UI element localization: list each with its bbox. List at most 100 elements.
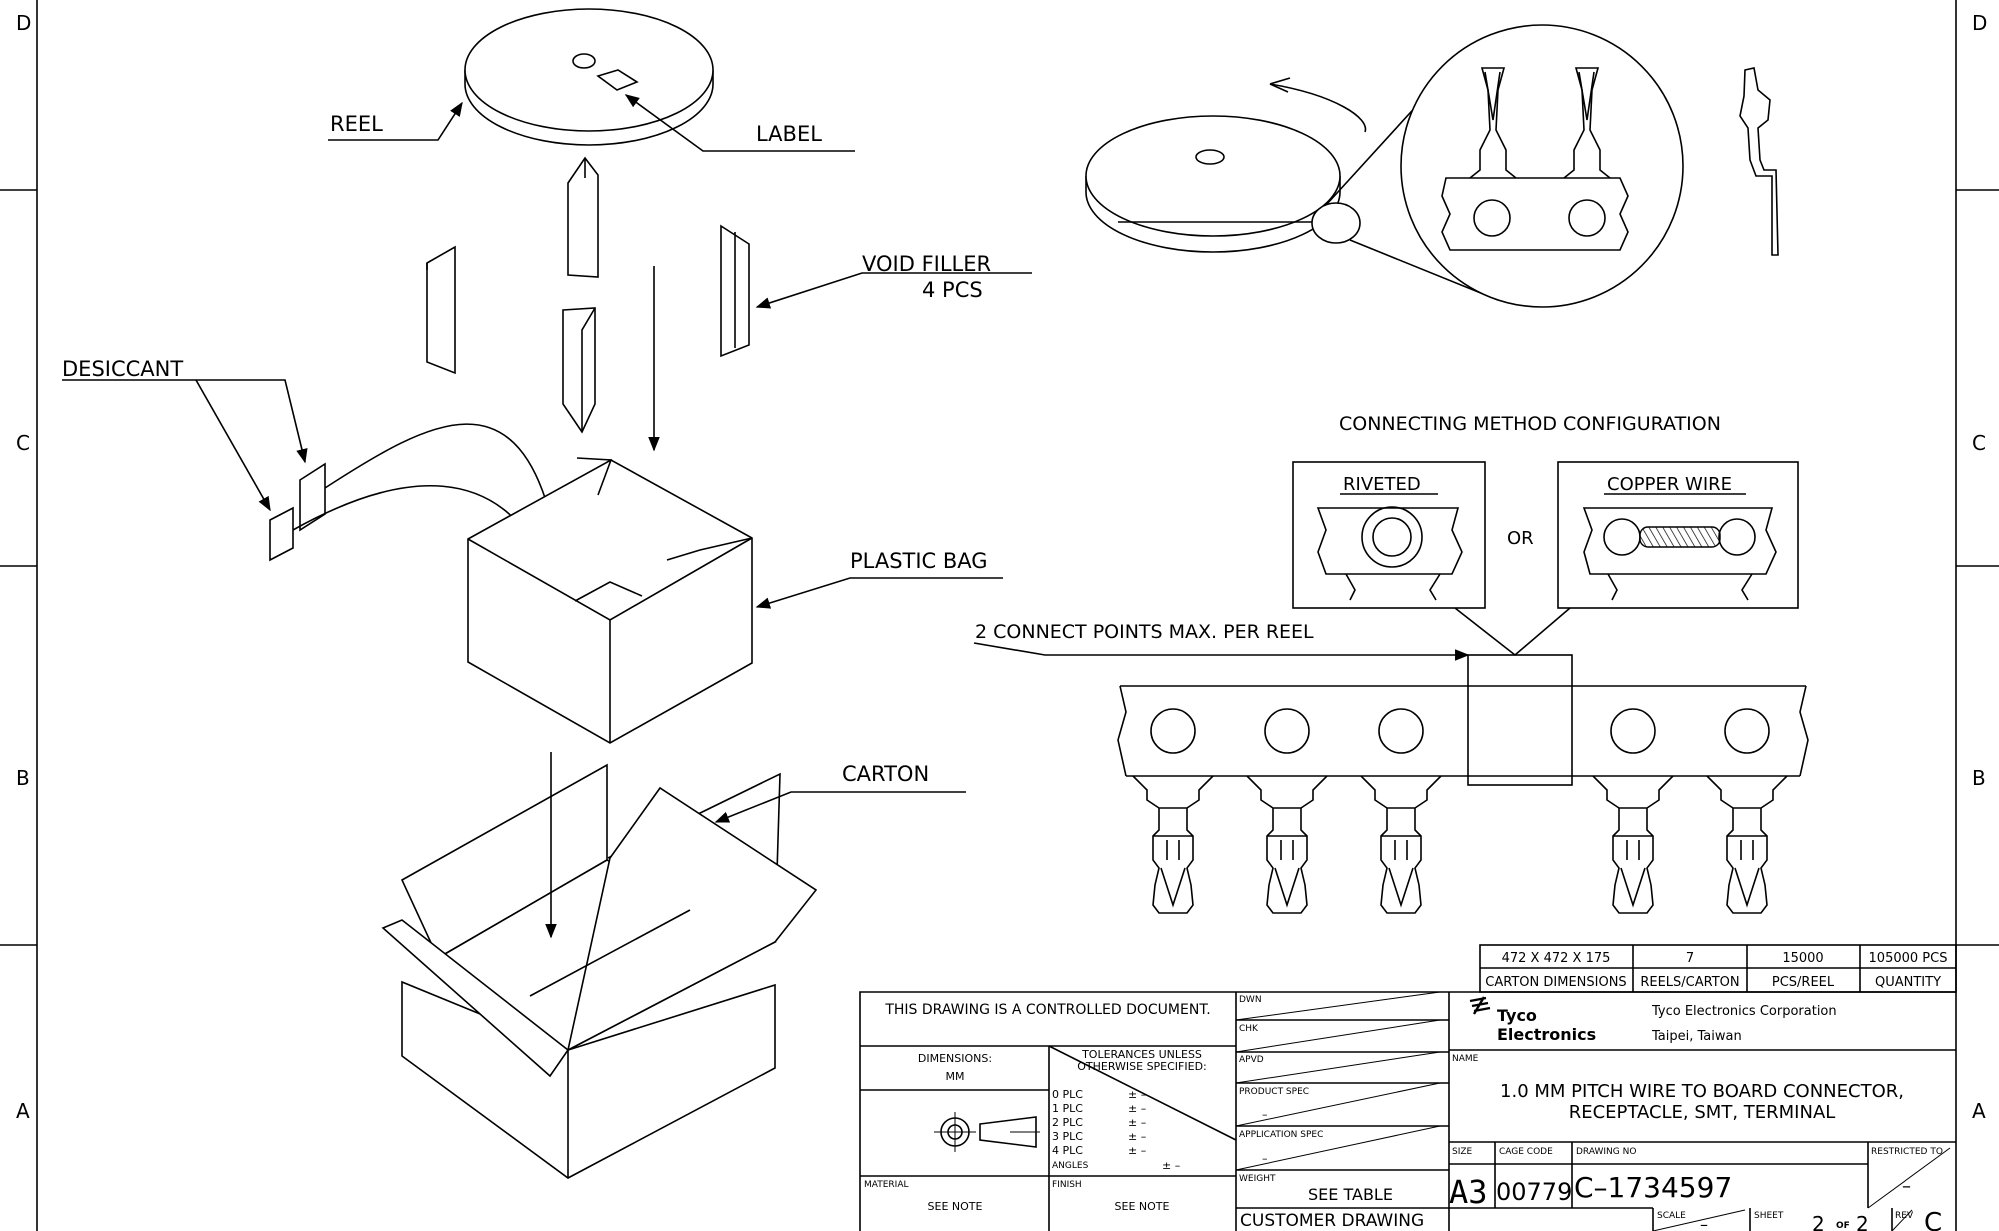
sheet-of-label: OF xyxy=(1836,1221,1850,1231)
zone-letter-c-right: C xyxy=(1972,431,1986,455)
part-name-line1: 1.0 MM PITCH WIRE TO BOARD CONNECTOR, xyxy=(1500,1081,1904,1102)
product-spec-label: PRODUCT SPEC xyxy=(1239,1087,1309,1097)
zone-letter-c-left: C xyxy=(16,431,30,455)
riveted-detail: RIVETED xyxy=(1292,461,1486,609)
tol-sign-4: ± – xyxy=(1128,1144,1146,1157)
application-spec-value: – xyxy=(1262,1152,1268,1165)
pcs-per-reel-header: PCS/REEL xyxy=(1772,975,1835,990)
terminal-pin xyxy=(1592,775,1674,914)
title-block: THIS DRAWING IS A CONTROLLED DOCUMENT. D… xyxy=(859,991,1956,1231)
tol-row-3: 3 PLC xyxy=(1052,1130,1083,1143)
tolerances-label-2: OTHERWISE SPECIFIED: xyxy=(1077,1060,1207,1073)
callout-label: LABEL xyxy=(756,122,822,146)
size-value: A3 xyxy=(1449,1173,1488,1211)
callout-void-filler-qty: 4 PCS xyxy=(922,278,983,302)
sheet-label: SHEET xyxy=(1754,1211,1784,1221)
company-logo-line2: Electronics xyxy=(1497,1025,1596,1044)
or-label: OR xyxy=(1507,528,1534,549)
name-label: NAME xyxy=(1452,1054,1479,1064)
projection-symbol-icon xyxy=(934,1112,1040,1152)
callout-reel: REEL xyxy=(330,112,383,136)
drawing-number: C–1734597 xyxy=(1574,1171,1732,1204)
restricted-to-value: – xyxy=(1902,1176,1911,1197)
riveted-label: RIVETED xyxy=(1343,474,1421,495)
finish-value: SEE NOTE xyxy=(1115,1200,1170,1213)
plastic-bag-drawing xyxy=(467,457,753,744)
callout-connect-points: 2 CONNECT POINTS MAX. PER REEL xyxy=(975,621,1314,643)
application-spec-label: APPLICATION SPEC xyxy=(1239,1130,1323,1140)
company-logo-line1: Tyco xyxy=(1497,1006,1537,1025)
callout-void-filler: VOID FILLER xyxy=(862,252,991,276)
company-city: Taipei, Taiwan xyxy=(1651,1029,1742,1044)
terminal-pin xyxy=(1706,775,1788,914)
cage-code-value: 00779 xyxy=(1496,1178,1572,1206)
material-value: SEE NOTE xyxy=(928,1200,983,1213)
sheet-value: 2 xyxy=(1812,1212,1825,1231)
zone-letter-d-right: D xyxy=(1972,11,1987,35)
chk-label: CHK xyxy=(1239,1024,1259,1034)
terminal-pin xyxy=(1246,775,1328,914)
copper-wire-detail: COPPER WIRE xyxy=(1557,461,1799,609)
finish-label: FINISH xyxy=(1052,1180,1082,1190)
rev-value: C xyxy=(1924,1208,1942,1231)
copper-wire-label: COPPER WIRE xyxy=(1607,474,1732,495)
tol-sign-0: ± – xyxy=(1128,1088,1146,1101)
terminal-pin xyxy=(1132,775,1214,914)
callout-plastic-bag: PLASTIC BAG xyxy=(850,549,988,573)
pcs-per-reel-value: 15000 xyxy=(1782,951,1823,966)
restricted-to-label: RESTRICTED TO xyxy=(1871,1147,1943,1157)
material-label: MATERIAL xyxy=(864,1180,909,1190)
part-name-line2: RECEPTACLE, SMT, TERMINAL xyxy=(1569,1102,1836,1123)
reel-detail-drawing xyxy=(1085,24,1779,308)
company-logo: Tyco Electronics xyxy=(1469,996,1596,1044)
terminal-pin-template xyxy=(1132,775,1788,914)
scale-value: – xyxy=(1700,1215,1708,1231)
carton-dimensions-header: CARTON DIMENSIONS xyxy=(1485,975,1626,990)
tol-row-4: 4 PLC xyxy=(1052,1144,1083,1157)
tol-row-5: ANGLES xyxy=(1052,1161,1089,1171)
drawing-no-label: DRAWING NO xyxy=(1576,1147,1636,1157)
rev-label: REV xyxy=(1895,1211,1914,1221)
tol-sign-3: ± – xyxy=(1128,1130,1146,1143)
tol-sign-1: ± – xyxy=(1128,1102,1146,1115)
callout-desiccant: DESICCANT xyxy=(62,357,183,381)
tol-row-0: 0 PLC xyxy=(1052,1088,1083,1101)
terminal-pin xyxy=(1360,775,1442,914)
dwn-label: DWN xyxy=(1239,995,1262,1005)
apvd-label: APVD xyxy=(1239,1055,1264,1065)
terminal-strip xyxy=(1117,654,1809,786)
reel-drawing xyxy=(464,8,714,146)
dimensions-label: DIMENSIONS: xyxy=(918,1052,992,1065)
weight-label: WEIGHT xyxy=(1239,1174,1276,1184)
scale-label: SCALE xyxy=(1657,1211,1686,1221)
desiccant-bags xyxy=(269,462,326,562)
tyco-logo-icon xyxy=(1469,996,1491,1015)
tolerances-label: TOLERANCES UNLESS xyxy=(1081,1048,1202,1061)
sheet-total: 2 xyxy=(1856,1212,1869,1231)
quantity-value: 105000 PCS xyxy=(1869,951,1948,966)
dimensions-unit: MM xyxy=(946,1070,965,1083)
zone-letter-d-left: D xyxy=(16,11,31,35)
carton-dimensions-value: 472 X 472 X 175 xyxy=(1502,951,1611,966)
product-spec-value: – xyxy=(1262,1108,1268,1121)
connecting-method-title: CONNECTING METHOD CONFIGURATION xyxy=(1339,413,1721,435)
tol-row-2: 2 PLC xyxy=(1052,1116,1083,1129)
carton-drawing xyxy=(381,763,818,1179)
packaging-table: 472 X 472 X 175 7 15000 105000 PCS CARTO… xyxy=(1479,944,1957,993)
zone-letter-a-left: A xyxy=(16,1099,30,1123)
quantity-header: QUANTITY xyxy=(1875,975,1941,990)
reels-per-carton-header: REELS/CARTON xyxy=(1640,975,1739,990)
callout-carton: CARTON xyxy=(842,762,929,786)
tol-sign-angles: ± – xyxy=(1162,1159,1180,1172)
controlled-document-note: THIS DRAWING IS A CONTROLLED DOCUMENT. xyxy=(884,1002,1210,1018)
void-filler-group xyxy=(426,156,750,434)
tol-sign-2: ± – xyxy=(1128,1116,1146,1129)
zone-letter-b-right: B xyxy=(1972,766,1986,790)
zone-letter-b-left: B xyxy=(16,766,30,790)
customer-drawing-label: CUSTOMER DRAWING xyxy=(1240,1211,1424,1231)
zone-letter-a-right: A xyxy=(1972,1099,1986,1123)
weight-value: SEE TABLE xyxy=(1308,1185,1393,1204)
tol-row-1: 1 PLC xyxy=(1052,1102,1083,1115)
